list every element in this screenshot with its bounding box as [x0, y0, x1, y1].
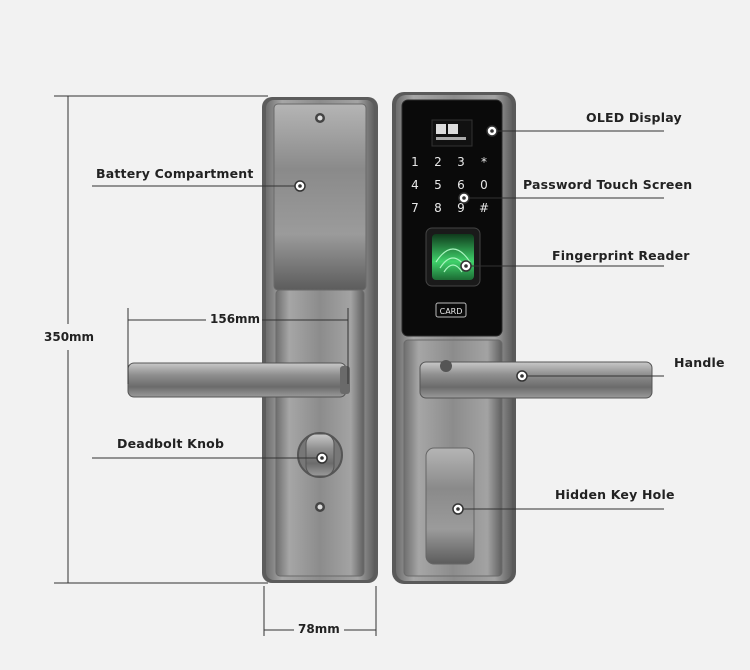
dimension-height: 350mm	[44, 330, 95, 344]
keypad-key: 3	[457, 155, 465, 169]
keypad-key: 6	[457, 178, 465, 192]
label-hidden-key-hole: Hidden Key Hole	[555, 487, 675, 502]
back-panel	[262, 97, 378, 583]
keypad-key: 9	[457, 201, 465, 215]
keypad-key: 1	[411, 155, 419, 169]
keypad: 1 2 3 * 4 5 6 0 7 8 9 #	[411, 155, 489, 215]
oled-display	[431, 119, 473, 147]
label-password-touch-screen: Password Touch Screen	[523, 177, 693, 192]
card-reader: CARD	[435, 302, 467, 318]
keypad-key: 8	[434, 201, 442, 215]
keypad-key: 5	[434, 178, 442, 192]
right-handle	[419, 360, 653, 399]
hidden-key-hole-cover	[425, 447, 475, 565]
keypad-key: 2	[434, 155, 442, 169]
fingerprint-reader	[425, 227, 481, 287]
label-handle: Handle	[674, 355, 725, 370]
dimension-lines	[54, 95, 377, 636]
point-markers	[294, 125, 528, 515]
label-oled-display: OLED Display	[586, 110, 682, 125]
label-fingerprint-reader: Fingerprint Reader	[552, 248, 690, 263]
label-deadbolt-knob: Deadbolt Knob	[117, 436, 225, 451]
keypad-key: *	[481, 155, 487, 169]
left-handle	[127, 362, 350, 398]
keypad-key: 7	[411, 201, 419, 215]
leader-lines	[92, 130, 664, 510]
dimension-handle-length: 156mm	[210, 312, 261, 326]
card-label: CARD	[440, 307, 463, 316]
label-battery-compartment: Battery Compartment	[96, 166, 254, 181]
keypad-key: #	[479, 201, 489, 215]
dimension-width: 78mm	[298, 622, 340, 636]
keypad-key: 4	[411, 178, 419, 192]
keypad-key: 0	[480, 178, 488, 192]
